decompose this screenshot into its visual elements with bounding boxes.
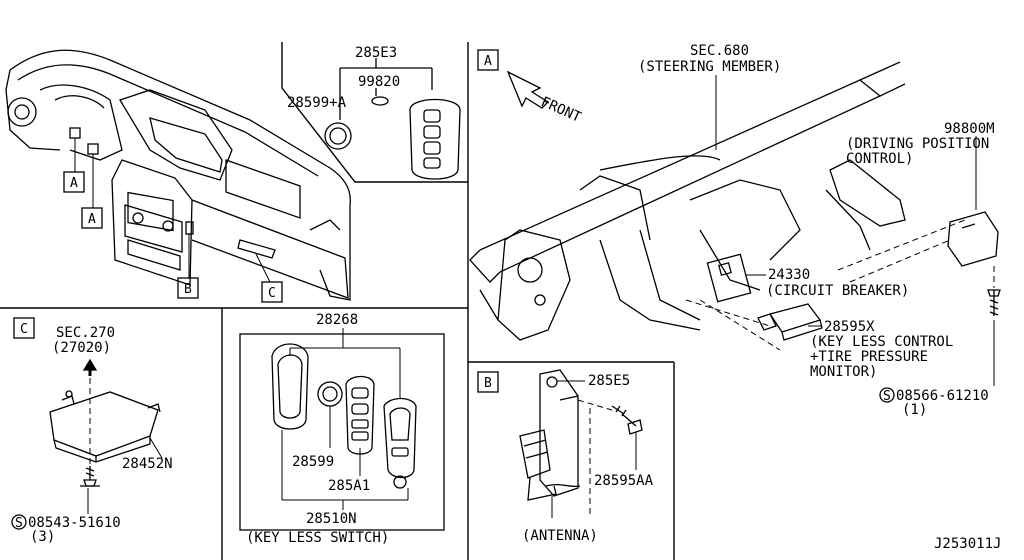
- section-a-letter: A: [484, 54, 492, 69]
- front-arrow-icon: [506, 70, 550, 109]
- label-keyless-control-3: MONITOR): [810, 364, 877, 380]
- label-keyless-control-2: +TIRE PRESSURE: [810, 349, 928, 365]
- label-circuit-breaker: (CIRCUIT BREAKER): [766, 283, 909, 299]
- dashed-leaders-a: [685, 219, 995, 351]
- callout-a2-text: A: [88, 212, 96, 227]
- label-28595aa: 28595AA: [594, 473, 654, 489]
- label-28510n: 28510N: [306, 511, 357, 527]
- label-28599: 28599: [292, 454, 334, 470]
- section-b-letter: B: [484, 376, 492, 391]
- label-28452n: 28452N: [122, 456, 173, 472]
- label-sec-270: SEC.270: [56, 325, 115, 341]
- label-285a1: 285A1: [328, 478, 370, 494]
- label-front: FRONT: [538, 94, 584, 126]
- callout-box-c: C: [261, 281, 283, 303]
- callout-b-text: B: [184, 282, 192, 297]
- steering-member-illustration: [469, 61, 1001, 341]
- keyless-switch-illustration: [271, 343, 417, 489]
- label-sec-270-sub: (27020): [52, 340, 111, 356]
- section-c-box: C: [13, 317, 35, 339]
- label-28599a: 28599+A: [287, 95, 347, 111]
- label-screw-08566: 08566-61210: [896, 388, 989, 404]
- leaders-keyless: [281, 328, 409, 510]
- screw-symbol-c-text: S: [15, 516, 23, 531]
- panel-dividers: [0, 42, 675, 560]
- screw-symbol-c: S: [11, 514, 27, 531]
- screw-symbol-a: S: [879, 387, 895, 404]
- leader-lines-topleft: [74, 138, 271, 283]
- antenna-illustration: [519, 369, 643, 501]
- callout-box-a2: A: [81, 207, 103, 229]
- solid-leaders-a: [746, 136, 995, 386]
- label-screw-08543: 08543-51610: [28, 515, 121, 531]
- label-keyless-switch: (KEY LESS SWITCH): [246, 530, 389, 546]
- leaders-b: [551, 380, 637, 518]
- diagram-id: J253011J: [934, 536, 1001, 552]
- screw-symbol-a-text: S: [883, 389, 891, 404]
- label-screw-08566-qty: (1): [902, 402, 927, 418]
- label-285e5: 285E5: [588, 373, 630, 389]
- label-28595x: 28595X: [824, 319, 875, 335]
- label-285e3: 285E3: [355, 45, 397, 61]
- label-steering-member: (STEERING MEMBER): [638, 59, 781, 75]
- section-b-box: B: [477, 371, 499, 393]
- keyless-switch-frame: [239, 333, 445, 531]
- label-24330: 24330: [768, 267, 810, 283]
- callout-box-a1: A: [63, 171, 85, 193]
- dashboard-illustration: [5, 49, 351, 301]
- callout-a1-text: A: [70, 176, 78, 191]
- label-screw-08543-qty: (3): [30, 529, 55, 545]
- callout-box-b: B: [177, 277, 199, 299]
- section-c-letter: C: [20, 322, 28, 337]
- label-driving-position-2: CONTROL): [846, 151, 913, 167]
- label-driving-position-1: (DRIVING POSITION: [846, 136, 989, 152]
- label-antenna: (ANTENNA): [522, 528, 598, 544]
- leaders-c: [87, 378, 163, 514]
- label-sec-680: SEC.680: [690, 43, 749, 59]
- label-99820: 99820: [358, 74, 400, 90]
- key-fob-inset: [324, 58, 461, 180]
- bracket-28452n-illustration: [49, 390, 161, 487]
- label-98800m: 98800M: [944, 121, 995, 137]
- section-a-box: A: [477, 49, 499, 71]
- up-arrow-icon: [82, 358, 98, 376]
- label-keyless-control-1: (KEY LESS CONTROL: [810, 334, 953, 350]
- callout-c-text: C: [268, 286, 276, 301]
- label-28268: 28268: [316, 312, 358, 328]
